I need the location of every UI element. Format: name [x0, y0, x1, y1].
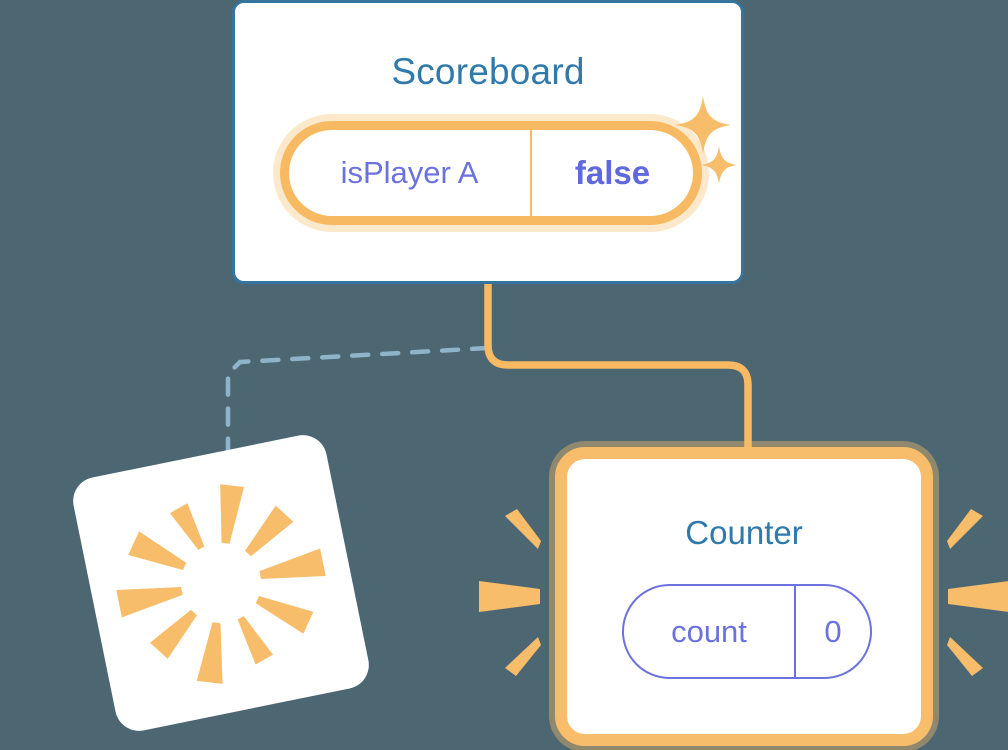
blank-card-burst-icon: [116, 484, 326, 684]
blank-card[interactable]: [68, 430, 374, 736]
counter-state-pill[interactable]: count 0: [622, 584, 872, 679]
counter-title: Counter: [685, 514, 803, 551]
scoreboard-title: Scoreboard: [391, 51, 585, 92]
counter-burst-right: [947, 509, 1008, 676]
counter-state-key: count: [624, 586, 796, 677]
scoreboard-card[interactable]: Scoreboard isPlayer A false: [232, 0, 744, 284]
counter-card[interactable]: Counter count 0: [555, 447, 933, 746]
sparkle-small-icon: [701, 146, 737, 184]
scoreboard-state-pill[interactable]: isPlayer A false: [280, 121, 702, 225]
sparkle-large-icon: [675, 96, 731, 154]
counter-burst-left: [479, 509, 541, 676]
scoreboard-state-key: isPlayer A: [289, 130, 532, 216]
scoreboard-state-value: false: [574, 154, 651, 191]
counter-state-value: 0: [824, 613, 842, 649]
connector-solid-scoreboard-to-counter: [484, 283, 752, 460]
connector-dashed-scoreboard-to-blank-card: [225, 345, 491, 503]
